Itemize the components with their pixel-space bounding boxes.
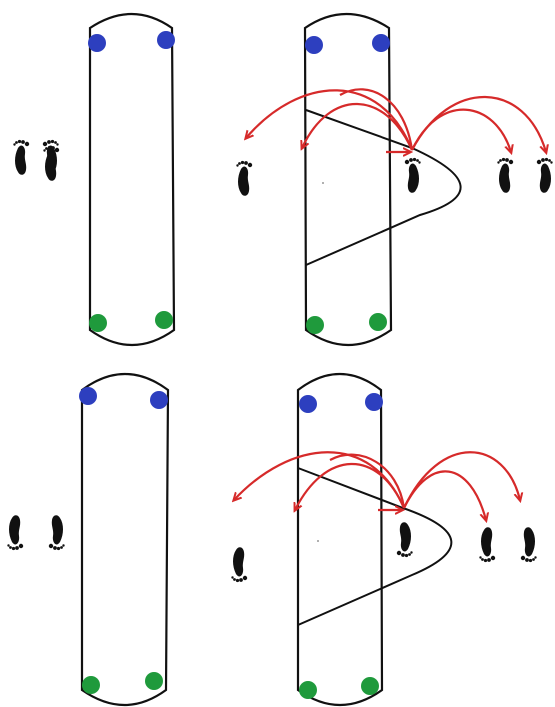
bottom-panel	[7, 372, 537, 707]
blue-dot	[79, 387, 97, 405]
board-outline	[80, 373, 170, 707]
green-dot	[299, 681, 317, 699]
green-dot	[306, 316, 324, 334]
left-foot-icon	[231, 547, 248, 583]
board-plain-bottom	[79, 373, 170, 707]
top-panel	[13, 12, 553, 347]
green-dot	[361, 677, 379, 695]
left-foot-icon	[236, 160, 253, 196]
arrow-self	[339, 88, 414, 151]
board-path-top	[303, 12, 462, 347]
board-outline	[296, 372, 384, 707]
board-outline	[88, 12, 176, 347]
feet-pair-icon	[13, 139, 60, 181]
arrow-left-near	[302, 102, 414, 150]
feet-pair-icon	[7, 515, 65, 551]
stray-dot	[322, 182, 324, 184]
arrow-left-near	[295, 462, 406, 510]
blue-dot	[365, 393, 383, 411]
arrow-right-far	[411, 95, 546, 152]
green-dot	[145, 672, 163, 690]
green-dot	[369, 313, 387, 331]
blue-dot	[372, 34, 390, 52]
green-dot	[82, 676, 100, 694]
green-dot	[155, 311, 173, 329]
blue-dot	[157, 31, 175, 49]
right-foot-icon	[396, 522, 413, 558]
feet-pair-icon	[479, 527, 537, 563]
arrow-right-far	[403, 451, 520, 509]
stray-dot	[317, 540, 319, 542]
board-path-bottom	[296, 372, 453, 707]
blue-dot	[305, 36, 323, 54]
board-outline	[303, 12, 393, 347]
arrows-top	[246, 88, 546, 152]
right-foot-icon	[404, 157, 421, 193]
arrow-right-near	[411, 108, 511, 152]
blue-dot	[150, 391, 168, 409]
green-dot	[89, 314, 107, 332]
arrow-self	[329, 453, 406, 509]
arrows-bottom	[234, 451, 520, 520]
arrow-left-far	[246, 89, 414, 151]
s-curve-path	[305, 109, 462, 266]
s-curve-path	[297, 467, 453, 626]
board-plain-top	[88, 12, 176, 347]
feet-pair-icon	[497, 157, 553, 193]
blue-dot	[88, 34, 106, 52]
blue-dot	[299, 395, 317, 413]
